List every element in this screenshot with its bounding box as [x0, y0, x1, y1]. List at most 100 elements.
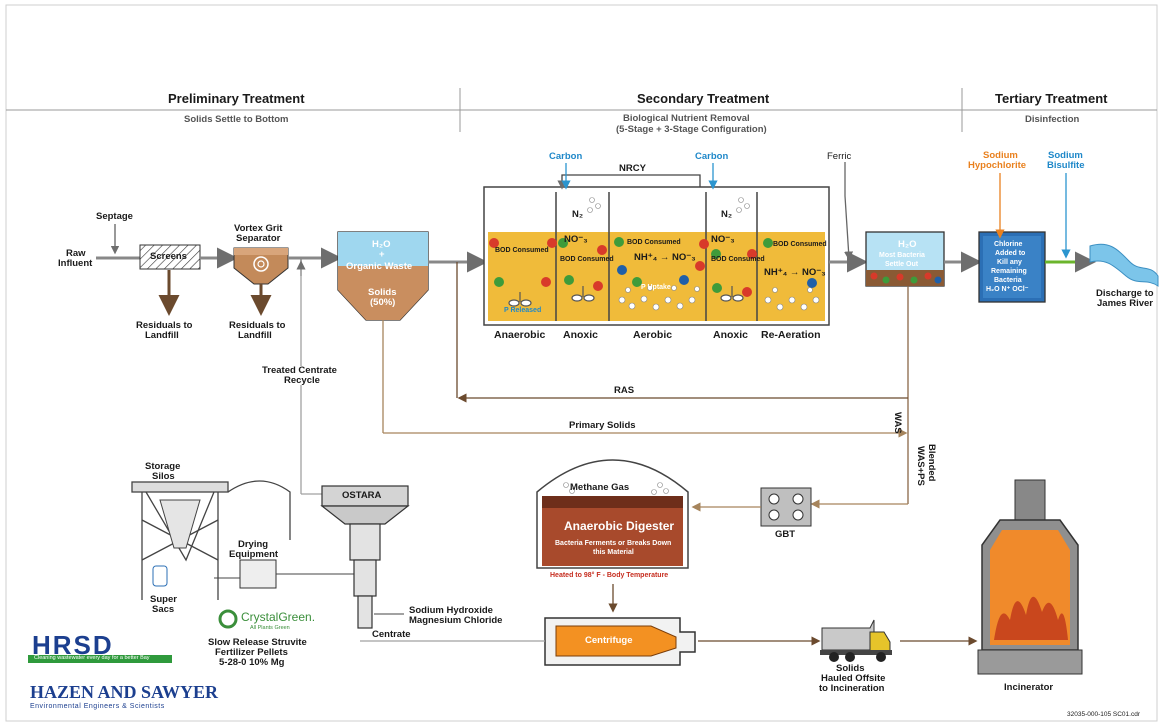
gbt-unit — [760, 487, 812, 527]
bod-consumed-anoxic-2: BOD Consumed — [711, 256, 765, 263]
centrifuge-label: Centrifuge — [585, 635, 633, 646]
residuals-label-1b: Landfill — [145, 330, 179, 341]
clarifier-h2o: H₂O — [372, 239, 391, 250]
primary-solids-label: Primary Solids — [569, 420, 636, 431]
zone-reaeration: Re-Aeration — [761, 329, 821, 341]
chlorine-text-5: Bacteria — [994, 277, 1022, 284]
section-subtitle-secondary-1: Biological Nutrient Removal — [623, 113, 750, 124]
chlorine-text-3: Kill any — [997, 259, 1022, 266]
hrsd-tagline: Cleaning wastewater every day for a bett… — [34, 655, 150, 661]
hazen-tagline: Environmental Engineers & Scientists — [30, 703, 165, 710]
bod-consumed-aerobic: BOD Consumed — [627, 239, 681, 246]
section-title-tertiary: Tertiary Treatment — [995, 91, 1108, 106]
super-sacs-label-2: Sacs — [152, 604, 175, 615]
section-subtitle-preliminary: Solids Settle to Bottom — [184, 114, 289, 125]
ferric-label: Ferric — [827, 151, 852, 162]
slow-release-label-3: 5-28-0 10% Mg — [219, 657, 285, 668]
residuals-label-2a: Residuals to — [229, 320, 286, 331]
mgcl-label: Magnesium Chloride — [409, 615, 503, 626]
digester-sub-2: this Material — [593, 549, 634, 556]
p-uptake-label: P Uptake — [641, 284, 671, 291]
file-code: 32035-000-105 SC01.cdr — [1067, 711, 1140, 718]
hauled-label-1: Solids — [836, 663, 865, 674]
p-released-label: P Released — [504, 307, 542, 314]
crystalgreen-logo — [218, 609, 238, 629]
no3-anoxic-2: NO⁻₃ — [711, 234, 735, 245]
chlorine-text-4: Remaining — [991, 268, 1027, 275]
crystalgreen-wordmark: CrystalGreen. — [241, 610, 316, 624]
sec-clarifier-text-1: Most Bacteria — [879, 252, 925, 259]
hazen-wordmark: HAZEN AND SAWYER — [30, 682, 219, 702]
bisulfite-label-2: Bisulfite — [1047, 160, 1085, 171]
hypochlorite-label-1: Sodium — [983, 150, 1018, 161]
residuals-label-2b: Landfill — [238, 330, 272, 341]
blended-label-2: WAS+PS — [915, 446, 926, 486]
raw-influent-label-2: Influent — [58, 258, 93, 269]
slow-release-label-1: Slow Release Struvite — [208, 637, 307, 648]
vortex-label-1: Vortex Grit — [234, 223, 283, 234]
ostara-label: OSTARA — [342, 490, 382, 501]
incinerator-label: Incinerator — [1004, 682, 1054, 693]
bod-consumed-anoxic-1: BOD Consumed — [560, 256, 614, 263]
nrcy-label: NRCY — [619, 163, 646, 174]
drying-label-2: Equipment — [229, 549, 279, 560]
zone-aerobic: Aerobic — [633, 329, 673, 341]
hypochlorite-label-2: Hypochlorite — [968, 160, 1027, 171]
chlorine-text-6: H₂O N⁺ OCl⁻ — [986, 286, 1029, 293]
drying-label-1: Drying — [238, 539, 269, 550]
chlorine-text-2: Added to — [995, 250, 1026, 257]
ostara-reactor — [320, 485, 410, 629]
no3-anoxic-1: NO⁻₃ — [564, 234, 588, 245]
storage-silos — [131, 480, 291, 600]
sec-clarifier-text-2: Settle Out — [885, 261, 919, 268]
section-title-preliminary: Preliminary Treatment — [168, 91, 305, 106]
screens-label: Screens — [150, 251, 187, 262]
bisulfite-label-1: Sodium — [1048, 150, 1083, 161]
incinerator-unit — [977, 479, 1083, 675]
hauled-label-3: to Incineration — [819, 683, 885, 694]
clarifier-solids-pct: (50%) — [370, 297, 396, 308]
zone-anaerobic: Anaerobic — [494, 329, 546, 341]
naoh-label: Sodium Hydroxide — [409, 605, 493, 616]
dump-truck — [820, 619, 892, 662]
ras-label: RAS — [614, 385, 635, 396]
clarifier-plus: + — [379, 249, 385, 260]
clarifier-solids: Solids — [368, 287, 397, 298]
drying-equipment — [239, 559, 277, 589]
carbon-label-1: Carbon — [549, 151, 583, 162]
hauled-label-2: Hauled Offsite — [821, 673, 886, 684]
n2-label-2: N₂ — [721, 209, 733, 220]
residuals-label-1a: Residuals to — [136, 320, 193, 331]
storage-label-2: Silos — [152, 471, 175, 482]
vortex-label-2: Separator — [236, 233, 281, 244]
discharge-label-2: James River — [1097, 298, 1153, 309]
storage-label-1: Storage — [145, 461, 181, 472]
gbt-label: GBT — [775, 529, 796, 540]
raw-influent-label-1: Raw — [66, 248, 86, 259]
clarifier-organic: Organic Waste — [346, 261, 413, 272]
digester-label: Anaerobic Digester — [564, 519, 675, 533]
crystalgreen-tagline: All Plants Green — [250, 625, 290, 631]
super-sacs-label-1: Super — [150, 594, 177, 605]
treated-centrate-label-2: Recycle — [284, 375, 320, 386]
nh4-no3-reaeration: NH⁺₄ → NO⁻₃ — [764, 267, 826, 278]
discharge-label-1: Discharge to — [1096, 288, 1154, 299]
heated-label: Heated to 98° F - Body Temperature — [550, 572, 669, 579]
zone-anoxic-2: Anoxic — [713, 329, 749, 341]
carbon-label-2: Carbon — [695, 151, 729, 162]
bod-consumed-anaerobic: BOD Consumed — [495, 247, 549, 254]
centrate-label: Centrate — [372, 629, 411, 640]
bod-consumed-reaeration: BOD Consumed — [773, 241, 827, 248]
digester-sub-1: Bacteria Ferments or Breaks Down — [555, 540, 672, 547]
treated-centrate-label-1: Treated Centrate — [262, 365, 337, 376]
section-title-secondary: Secondary Treatment — [637, 91, 770, 106]
page-border — [5, 4, 1158, 722]
hrsd-wordmark: HRSD — [32, 630, 114, 660]
septage-label: Septage — [96, 211, 133, 222]
was-label: WAS — [892, 412, 903, 434]
zone-anoxic-1: Anoxic — [563, 329, 599, 341]
nh4-no3-aerobic: NH⁺₄ → NO⁻₃ — [634, 252, 696, 263]
james-river — [1089, 243, 1159, 287]
section-subtitle-secondary-2: (5-Stage + 3-Stage Configuration) — [616, 124, 767, 135]
